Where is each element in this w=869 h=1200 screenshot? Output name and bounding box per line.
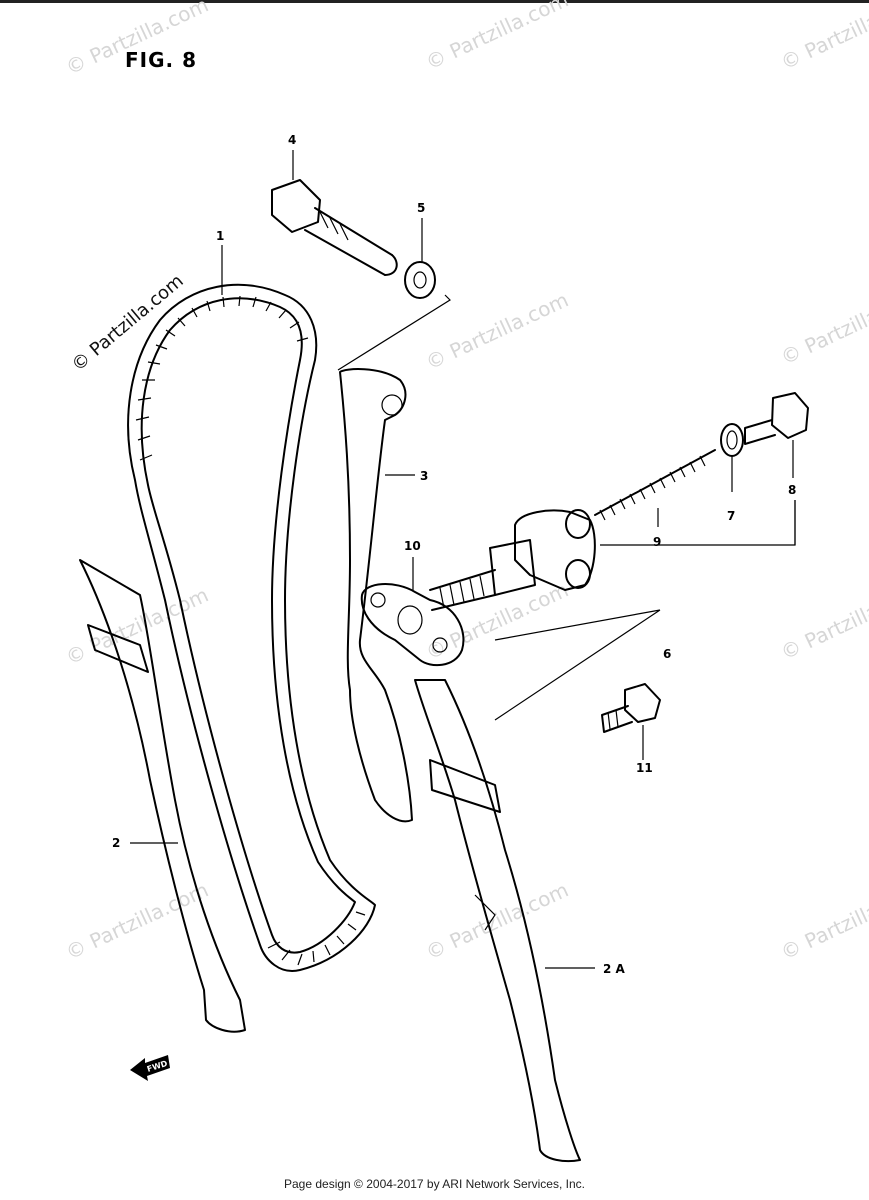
callout-7: 7 xyxy=(727,509,735,523)
chain-guide-part-2a xyxy=(414,679,581,1163)
chain-guide-part-2 xyxy=(79,559,246,1033)
chain-guide-part-3 xyxy=(339,368,413,823)
cap-bolt-part-8 xyxy=(744,392,809,445)
callout-2: 2 xyxy=(112,836,120,850)
tensioner-assy-part-6 xyxy=(429,509,596,611)
callout-3: 3 xyxy=(420,469,428,483)
watermark: © Partzilla.com xyxy=(62,583,212,670)
callout-11: 11 xyxy=(636,761,653,775)
watermark: © Partzilla.com xyxy=(422,288,572,375)
top-border xyxy=(0,0,869,3)
bolt-part-11 xyxy=(601,683,661,733)
figure-title: FIG. 8 xyxy=(125,48,197,72)
callout-4: 4 xyxy=(288,133,296,147)
watermark: © Partzilla.com xyxy=(777,878,869,965)
cam-chain-part-1 xyxy=(127,283,376,972)
gasket-part-10 xyxy=(360,583,465,667)
watermark: © Partzilla.com xyxy=(777,578,869,665)
watermark: © Partzilla.com xyxy=(62,0,212,80)
callout-6: 6 xyxy=(663,647,671,661)
watermark: © Partzilla.com xyxy=(62,878,212,965)
watermark: © Partzilla.com xyxy=(422,578,572,665)
watermark: © Partzilla.com xyxy=(422,0,572,75)
watermark-dark: © Partzilla.com xyxy=(68,270,188,375)
callout-1: 1 xyxy=(216,229,224,243)
leader-lines xyxy=(130,150,796,969)
callout-9: 9 xyxy=(653,535,661,549)
spring-part-9 xyxy=(594,449,716,521)
watermark-group: © Partzilla.com © Partzilla.com © Partzi… xyxy=(62,0,869,965)
watermark: © Partzilla.com xyxy=(777,0,869,75)
washer-part-5 xyxy=(404,261,436,299)
page-footer: Page design © 2004-2017 by ARI Network S… xyxy=(283,1177,585,1191)
bolt-part-4 xyxy=(271,179,398,276)
callout-labels: 1 2 2 A 3 4 5 6 7 8 9 10 11 xyxy=(112,133,796,976)
oring-part-7 xyxy=(720,423,744,457)
callout-10: 10 xyxy=(404,539,421,553)
watermark: © Partzilla.com xyxy=(777,283,869,370)
callout-2a: 2 A xyxy=(603,962,626,976)
forward-arrow: FWD xyxy=(130,1055,170,1081)
callout-5: 5 xyxy=(417,201,425,215)
callout-8: 8 xyxy=(788,483,796,497)
